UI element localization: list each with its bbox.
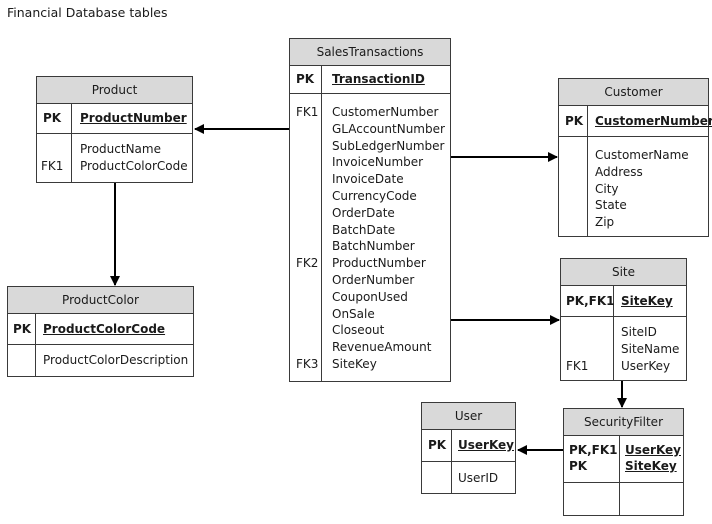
field: UserKey bbox=[621, 359, 671, 373]
field: InvoiceDate bbox=[332, 172, 404, 187]
pk-field: UserKey bbox=[458, 438, 514, 452]
field: OrderDate bbox=[332, 205, 395, 220]
table-site[interactable]: Site PK,FK1 SiteKey FK1 SiteID SiteName … bbox=[560, 258, 687, 381]
fk-label: FK1 bbox=[41, 159, 64, 173]
pk-label: PK bbox=[428, 438, 447, 452]
fk-label: FK1 bbox=[296, 105, 319, 119]
field: SiteKey bbox=[332, 357, 377, 371]
field: State bbox=[595, 198, 627, 213]
field: CustomerNumber bbox=[332, 105, 439, 119]
fk-label: FK1 bbox=[566, 359, 589, 373]
field: CouponUsed bbox=[332, 289, 408, 304]
field: SubLedgerNumber bbox=[332, 138, 445, 153]
field: ProductColorCode bbox=[80, 159, 188, 173]
pk-field: ProductNumber bbox=[80, 111, 187, 125]
table-user[interactable]: User PK UserKey UserID bbox=[421, 402, 516, 494]
field: ProductColorDescription bbox=[43, 353, 189, 367]
table-header: SecurityFilter bbox=[564, 409, 683, 436]
pk-label: PK bbox=[43, 111, 62, 125]
fk-label: FK2 bbox=[296, 256, 319, 270]
field: GLAccountNumber bbox=[332, 121, 445, 136]
field: CurrencyCode bbox=[332, 189, 417, 203]
field: SiteName bbox=[621, 342, 680, 356]
table-header: SalesTransactions bbox=[290, 39, 450, 66]
field: ProductName bbox=[80, 142, 161, 156]
pk-field: CustomerNumber bbox=[595, 114, 712, 128]
pk-label: PK bbox=[569, 459, 588, 473]
field: OrderNumber bbox=[332, 273, 415, 287]
pk-label: PK bbox=[296, 72, 315, 86]
table-product[interactable]: Product PK ProductNumber FK1 ProductName… bbox=[36, 76, 193, 183]
field: OnSale bbox=[332, 306, 375, 321]
field: City bbox=[595, 181, 619, 196]
fk-label: FK3 bbox=[296, 357, 319, 371]
pk-field: ProductColorCode bbox=[43, 322, 166, 336]
pk-label: PK,FK1 bbox=[566, 294, 615, 308]
diagram-title: Financial Database tables bbox=[7, 5, 168, 20]
pk-field: SiteKey bbox=[625, 459, 677, 473]
table-customer[interactable]: Customer PK CustomerNumber CustomerName … bbox=[558, 78, 712, 237]
field: CustomerName bbox=[595, 148, 689, 162]
field: RevenueAmount bbox=[332, 340, 432, 355]
field: Address bbox=[595, 164, 643, 179]
field: UserID bbox=[458, 471, 499, 485]
pk-label: PK bbox=[565, 114, 584, 128]
table-securityfilter[interactable]: SecurityFilter PK,FK1 PK UserKey SiteKey bbox=[563, 408, 684, 516]
field: BatchNumber bbox=[332, 239, 415, 254]
pk-label: PK bbox=[13, 322, 32, 336]
table-header: ProductColor bbox=[8, 287, 193, 314]
pk-label: PK,FK1 bbox=[569, 443, 618, 457]
field: BatchDate bbox=[332, 222, 396, 237]
pk-field: UserKey bbox=[625, 443, 681, 457]
table-salestransactions[interactable]: SalesTransactions PK TransactionID FK1 F… bbox=[289, 38, 451, 382]
table-header: Product bbox=[37, 77, 192, 104]
table-header: Customer bbox=[559, 79, 708, 106]
field: Closeout bbox=[332, 323, 385, 338]
field: ProductNumber bbox=[332, 256, 426, 271]
field: InvoiceNumber bbox=[332, 155, 424, 170]
table-header: User bbox=[422, 403, 515, 430]
table-productcolor[interactable]: ProductColor PK ProductColorCode Product… bbox=[7, 286, 194, 377]
field: Zip bbox=[595, 215, 615, 230]
field: SiteID bbox=[621, 325, 657, 339]
table-header: Site bbox=[561, 259, 686, 286]
pk-field: TransactionID bbox=[332, 72, 425, 86]
pk-field: SiteKey bbox=[621, 294, 673, 308]
